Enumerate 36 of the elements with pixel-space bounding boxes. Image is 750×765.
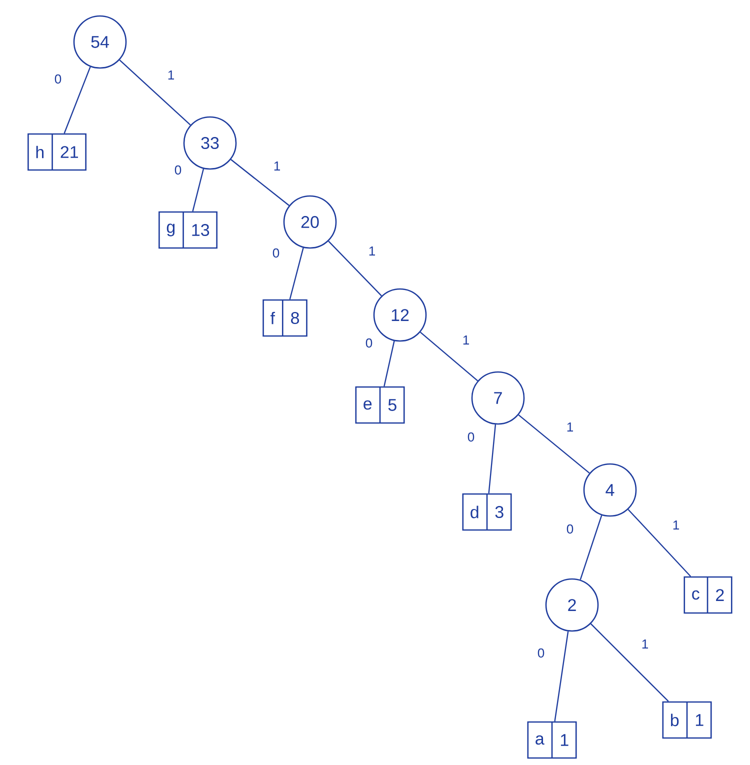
- tree-edge: [289, 248, 304, 300]
- tree-edge: [420, 332, 478, 382]
- tree-edge: [119, 60, 191, 126]
- tree-edge: [328, 240, 382, 296]
- edge-label: 0: [173, 164, 183, 176]
- tree-edge: [488, 424, 496, 494]
- tree-edge: [230, 159, 290, 206]
- tree-edge: [628, 509, 692, 577]
- edge-label: 0: [53, 73, 63, 85]
- leaf-box: f 8: [262, 299, 308, 337]
- leaf-box: c 2: [684, 576, 732, 614]
- edge-label: 0: [536, 647, 546, 659]
- leaf-box: b 1: [662, 701, 712, 739]
- edge-label: 0: [271, 247, 281, 259]
- tree-edge: [384, 340, 395, 386]
- tree-edge: [590, 623, 669, 702]
- leaf-box: g 13: [158, 211, 218, 249]
- edge-label: 0: [466, 431, 476, 443]
- edge-label: 1: [671, 520, 681, 530]
- tree-edge: [580, 515, 602, 580]
- edge-label: 1: [367, 246, 377, 256]
- tree-edge: [64, 66, 91, 134]
- edge-label: 1: [461, 334, 471, 346]
- leaf-box: e 5: [355, 386, 405, 424]
- leaf-box: a 1: [527, 721, 577, 759]
- leaf-box: d 3: [462, 493, 512, 531]
- edge-label: 1: [166, 70, 176, 80]
- tree-edge: [554, 631, 569, 722]
- edge-label: 0: [565, 523, 575, 535]
- edge-label: 0: [364, 337, 374, 349]
- edge-label: 1: [640, 638, 650, 650]
- edge-label: 1: [272, 160, 282, 172]
- leaf-box: h 21: [28, 133, 86, 171]
- tree-edge: [518, 414, 590, 474]
- tree-edge: [192, 168, 204, 212]
- edge-label: 1: [565, 422, 575, 432]
